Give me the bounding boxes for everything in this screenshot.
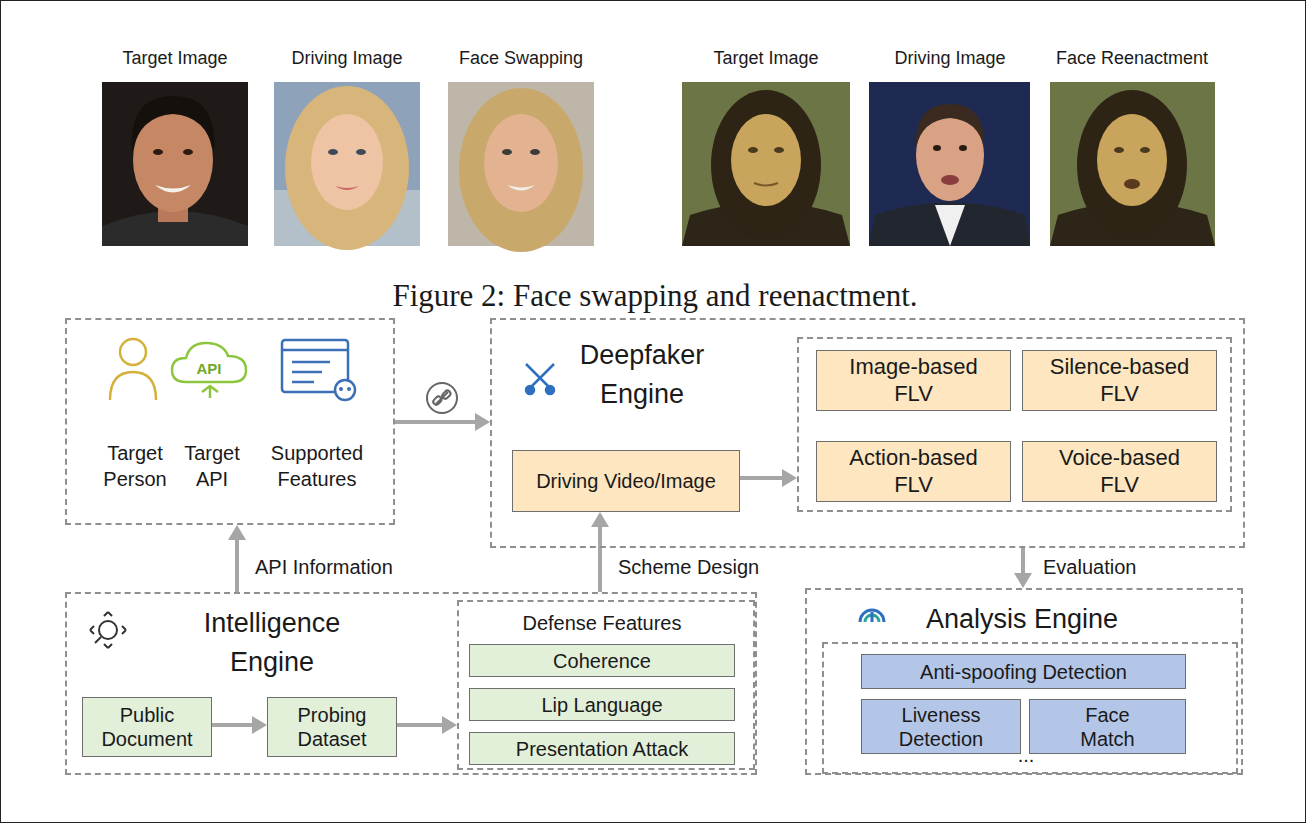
image-label: Target Image (122, 48, 227, 69)
group-title: Supported Features (257, 440, 377, 492)
arrow-head (475, 413, 490, 431)
image-label: Target Image (713, 48, 818, 69)
dashed-group: ...Anti-spoofing DetectionLiveness Detec… (822, 642, 1238, 774)
intel-box: Presentation Attack (469, 732, 735, 765)
arrow-line (598, 526, 602, 592)
link-icon (427, 383, 457, 413)
edge-label: API Information (252, 555, 396, 579)
arrow-line (235, 539, 239, 592)
arrow-line (212, 723, 253, 727)
group-title: Defense Features (459, 610, 745, 636)
magnifier-icon (90, 612, 126, 648)
arrow-line (1021, 548, 1025, 574)
figure-caption: Figure 2: Face swapping and reenactment. (392, 278, 917, 314)
analysis-box: Face Match (1029, 699, 1186, 754)
process-box: Image-based FLV (816, 350, 1011, 411)
face-photo (274, 82, 420, 250)
intel-box: Probing Dataset (267, 697, 397, 757)
group-title: Analysis Engine (892, 600, 1152, 639)
box-label: Coherence (553, 649, 651, 673)
arrow-line (395, 420, 476, 424)
face-photo (102, 82, 248, 246)
box-label: Action-based FLV (839, 445, 989, 498)
analysis-icon (860, 610, 884, 622)
image-label: Face Swapping (459, 48, 583, 69)
intel-box: Public Document (82, 697, 212, 757)
box-label: Liveness Detection (871, 703, 1011, 751)
flow-arrow (591, 512, 609, 592)
box-label: Image-based FLV (839, 354, 989, 407)
box-label: Silence-based FLV (1040, 354, 1200, 407)
painting-photo (1050, 82, 1215, 246)
box-label: Probing Dataset (273, 703, 391, 751)
box-label: Driving Video/Image (536, 469, 716, 493)
flow-arrow (740, 469, 797, 487)
dashed-group: Intelligence EnginePublic Document Probin… (65, 592, 757, 775)
box-label: Voice-based FLV (1045, 445, 1195, 498)
features-icon (282, 340, 355, 400)
group-title: Target Person (95, 440, 175, 492)
dashed-group: Deepfaker EngineDriving Video/Image Image… (490, 318, 1245, 548)
group-title: Deepfaker Engine (572, 336, 712, 414)
edge-label: Scheme Design (615, 555, 762, 579)
box-label: Presentation Attack (516, 737, 688, 761)
face-photo (869, 82, 1030, 246)
image-label: Driving Image (894, 48, 1005, 69)
flow-arrow (395, 413, 490, 431)
analysis-box: Liveness Detection (861, 699, 1021, 754)
box-label: Anti-spoofing Detection (920, 660, 1127, 684)
arrow-head (591, 512, 609, 527)
edge-label: Evaluation (1040, 555, 1139, 579)
person-icon (110, 339, 156, 400)
icon-text: API (196, 360, 221, 377)
process-box: Action-based FLV (816, 441, 1011, 502)
deepfaker-icon (526, 364, 554, 394)
flow-arrow (228, 525, 246, 592)
box-label: Face Match (1068, 703, 1148, 751)
group-title: Target API (172, 440, 252, 492)
arrow-head (782, 469, 797, 487)
dashed-group: Image-based FLV Silence-based FLV Action-b… (797, 337, 1232, 512)
process-box: Driving Video/Image (512, 450, 740, 512)
painting-photo (682, 82, 850, 246)
intel-box: Coherence (469, 644, 735, 677)
arrow-head (252, 716, 267, 734)
arrow-line (740, 476, 783, 480)
dashed-group: Target PersonTarget APISupported Feature… (65, 318, 395, 525)
intel-box: Lip Language (469, 688, 735, 721)
image-label: Driving Image (291, 48, 402, 69)
group-title: Intelligence Engine (172, 604, 372, 682)
face-photo (448, 82, 594, 252)
flow-arrow (397, 716, 457, 734)
arrow-head (228, 525, 246, 540)
arrow-line (397, 723, 443, 727)
flow-arrow (1014, 548, 1032, 588)
image-label: Face Reenactment (1056, 48, 1208, 69)
flow-arrow (212, 716, 267, 734)
process-box: Voice-based FLV (1022, 441, 1217, 502)
box-label: Lip Language (541, 693, 662, 717)
dashed-group: Analysis Engine...Anti-spoofing Detectio… (805, 588, 1243, 775)
box-label: Public Document (88, 703, 206, 751)
analysis-box: Anti-spoofing Detection (861, 654, 1186, 689)
process-box: Silence-based FLV (1022, 350, 1217, 411)
api-cloud-icon (172, 343, 246, 398)
arrow-head (442, 716, 457, 734)
arrow-head (1014, 573, 1032, 588)
dashed-group: Defense FeaturesCoherenceLip LanguagePre… (457, 600, 755, 770)
